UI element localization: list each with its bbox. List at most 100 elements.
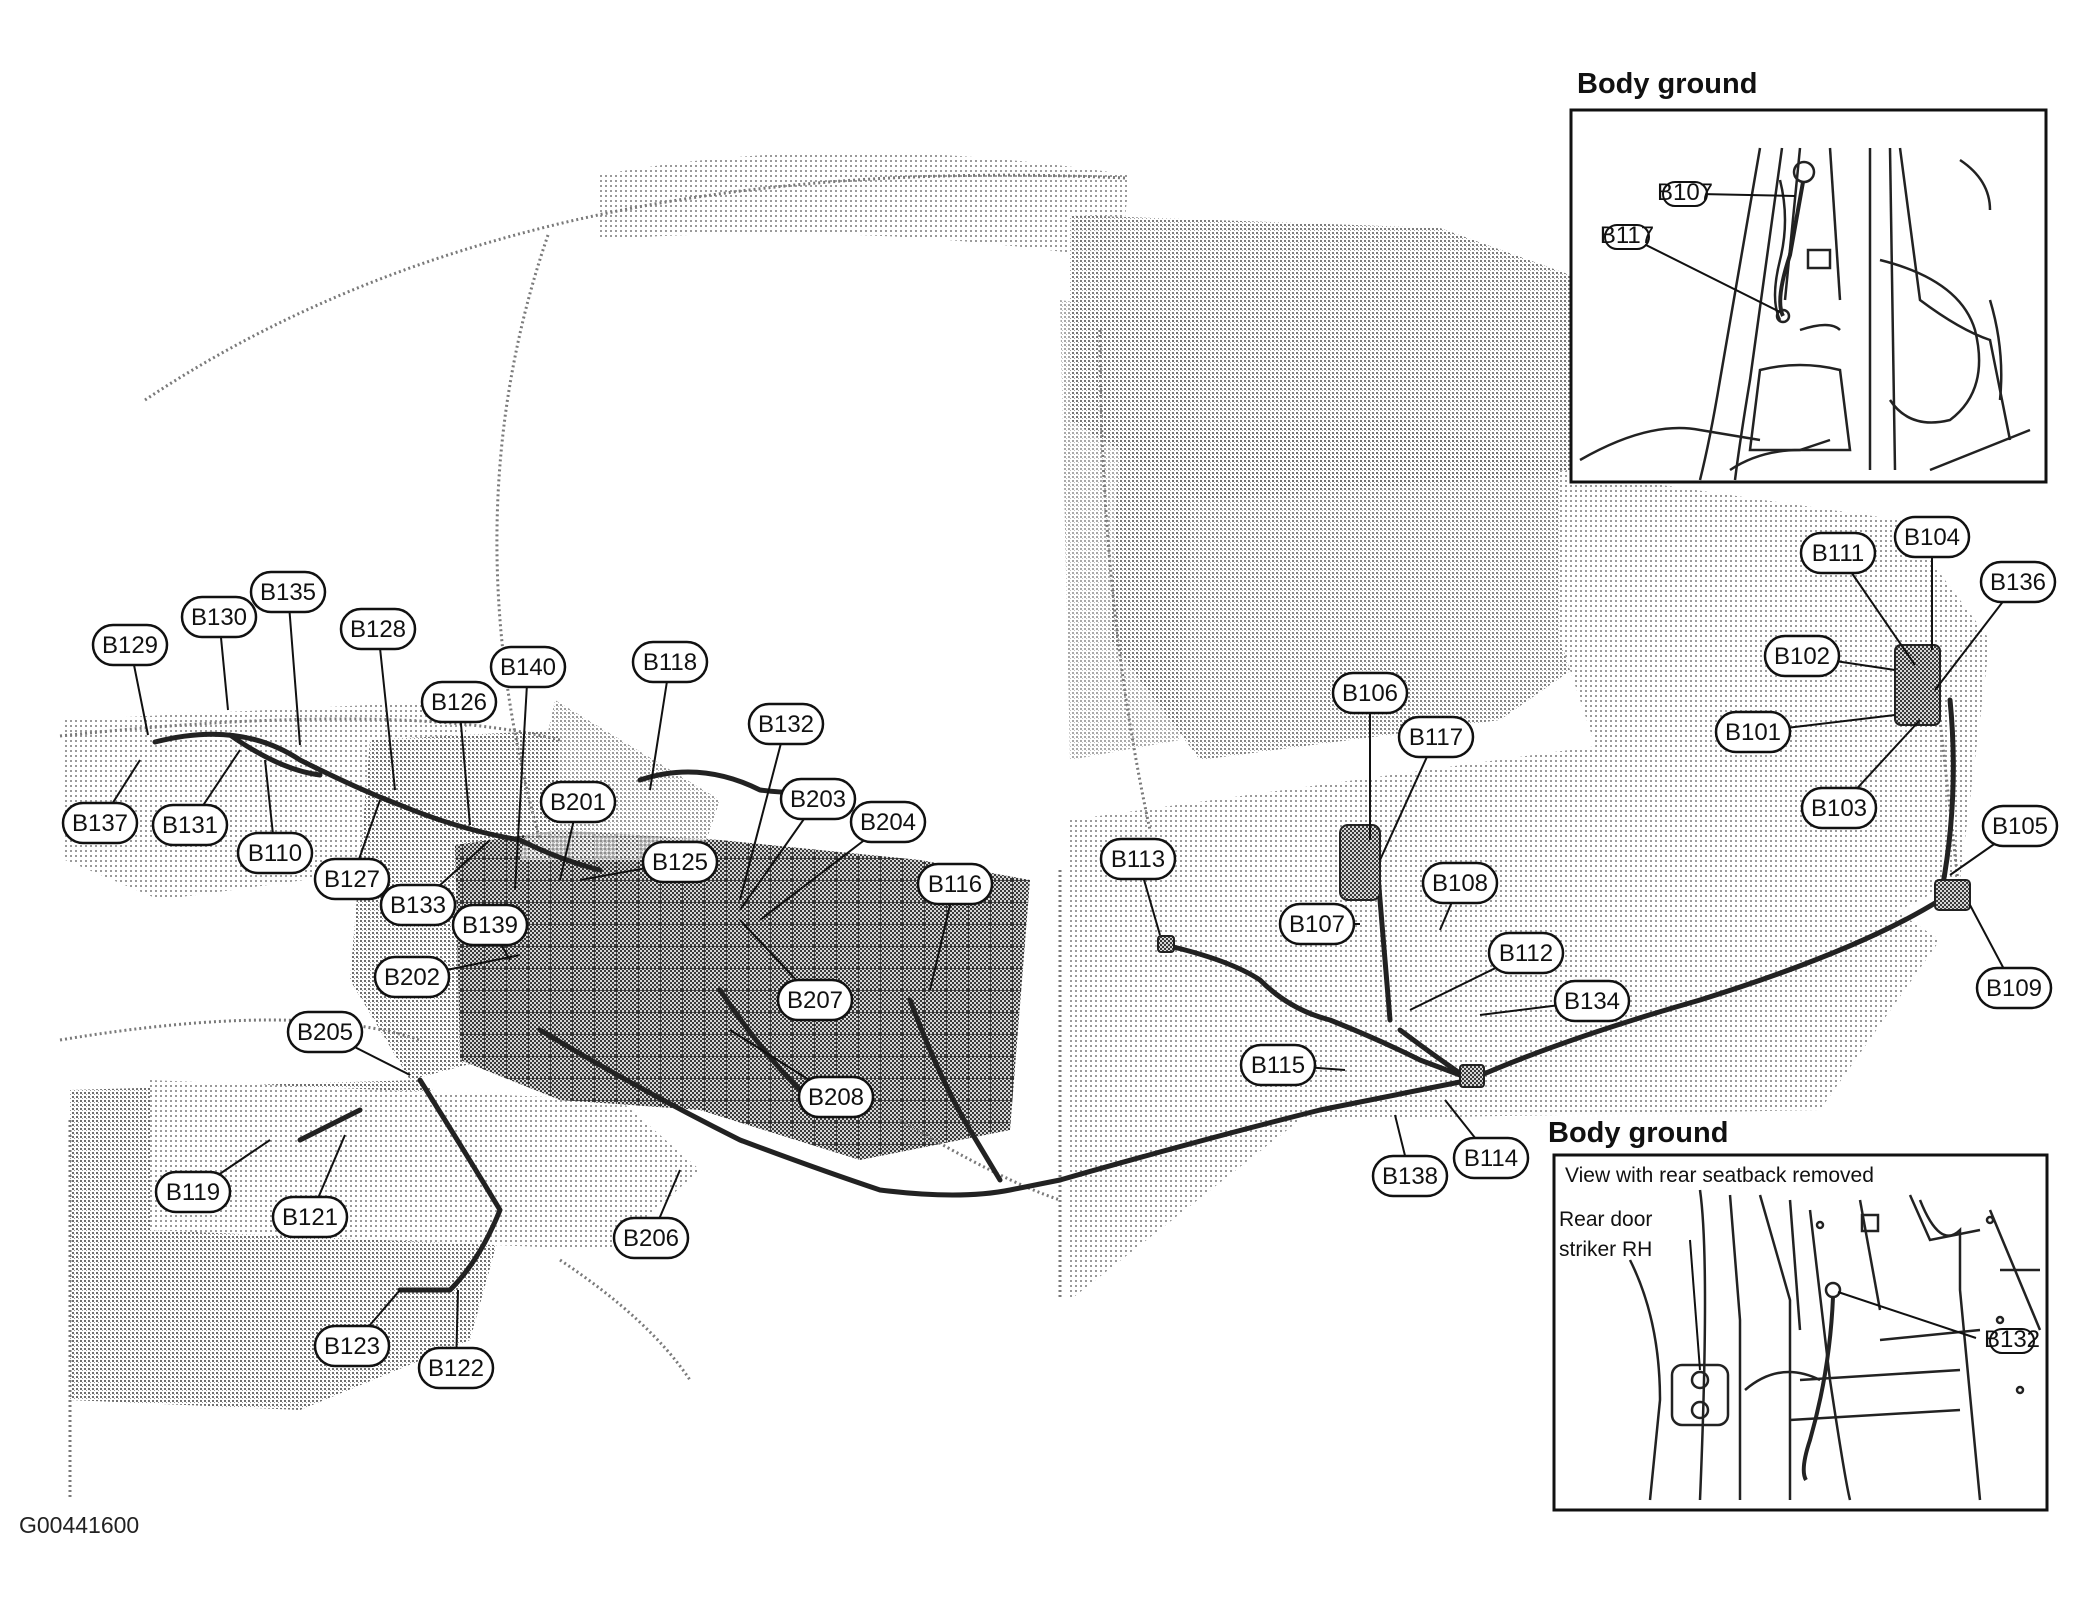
callout-oval-b126 [420,680,498,724]
callout-tag-b113: B113 [1099,837,1177,881]
callout-oval-b102 [1763,634,1841,678]
callout-tag-b102: B102 [1763,634,1841,678]
callout-oval-b131 [151,803,229,847]
callout-tag-b129: B129 [91,623,169,667]
callout-label-b138: B138 [1382,1163,1438,1190]
callout-oval-b125 [641,840,719,884]
callout-label-b128: B128 [350,616,406,643]
callout-oval-b121 [271,1195,349,1239]
callout-tag-b106: B106 [1331,671,1409,715]
callout-tag-b107: B107 [1278,902,1356,946]
callout-tag-inset-b117 [1604,224,1650,250]
callout-label-b133: B133 [390,892,446,919]
callout-label-b114: B114 [1464,1145,1518,1172]
callout-oval-b132 [747,702,825,746]
callout-oval-b203 [779,777,857,821]
callout-tag-b205: B205 [286,1010,364,1054]
callout-oval-b117 [1397,715,1475,759]
callout-oval-b104 [1893,515,1971,559]
callout-label-b119: B119 [166,1179,220,1206]
callout-tag-b122: B122 [417,1346,495,1390]
leader-line-b132 [739,723,787,901]
callout-label-b205: B205 [297,1019,353,1046]
callout-label-b137: B137 [72,810,128,837]
callout-label-b203: B203 [790,786,846,813]
callout-tag-b114: B114 [1452,1136,1530,1180]
callout-oval-b201 [539,780,617,824]
callout-label-b126: B126 [431,689,487,716]
callout-tag-b127: B127 [313,857,391,901]
callout-oval-b204 [849,800,927,844]
callout-oval-b133 [379,883,457,927]
callout-tag-b119: B119 [154,1170,232,1214]
callout-label-b104: B104 [1904,524,1960,551]
callout-oval-b115 [1239,1043,1317,1087]
callout-label-b208: B208 [808,1084,864,1111]
callout-oval-b202 [373,955,451,999]
callout-oval-b130 [180,595,258,639]
callout-tag-b103: B103 [1800,786,1878,830]
leader-line-b128 [377,628,396,791]
callout-tag-inset-b132 [1989,1328,2035,1354]
wiring-harness [152,697,1956,1293]
callout-oval-b123 [313,1324,391,1368]
callout-label-b204: B204 [860,809,916,836]
callout-tag-inset-b107 [1662,181,1708,207]
callout-label-b111: B111 [1812,540,1865,567]
callout-tag-b133: B133 [379,883,457,927]
callout-oval-b137 [61,801,139,845]
callout-tag-b201: B201 [539,780,617,824]
callout-oval-b105 [1981,804,2059,848]
callout-tag-b204: B204 [849,800,927,844]
callout-tag-b137: B137 [61,801,139,845]
callout-tag-b108: B108 [1421,861,1499,905]
callout-tag-b207: B207 [776,978,854,1022]
callout-label-b207: B207 [787,987,843,1014]
callout-tag-b109: B109 [1975,966,2053,1010]
callout-label-inset-b117: B117 [1600,222,1654,249]
callout-oval-b101 [1714,710,1792,754]
callout-label-inset-b132: B132 [1984,1326,2040,1353]
callout-tag-b139: B139 [451,903,529,947]
callout-tag-b130: B130 [180,595,258,639]
callout-tag-b138: B138 [1371,1154,1449,1198]
callout-label-b202: B202 [384,964,440,991]
callout-tag-b203: B203 [779,777,857,821]
inset-top-title: Body ground [1577,68,1758,100]
callout-label-b136: B136 [1990,569,2046,596]
callout-oval-b206 [612,1216,690,1260]
callout-label-b108: B108 [1432,870,1488,897]
callout-oval-b122 [417,1346,495,1390]
callout-tag-b104: B104 [1893,515,1971,559]
callout-tag-b121: B121 [271,1195,349,1239]
callout-tag-b116: B116 [916,862,994,906]
callout-label-b121: B121 [282,1204,338,1231]
rear-door-striker-label-line1: Rear door [1559,1208,1653,1231]
callout-label-b134: B134 [1564,988,1620,1015]
callout-label-inset-b107: B107 [1657,179,1713,206]
callout-tag-b140: B140 [489,645,567,689]
callout-tag-b118: B118 [631,640,709,684]
callout-tag-b208: B208 [797,1075,875,1119]
callout-tag-b135: B135 [249,570,327,614]
callout-label-b106: B106 [1342,680,1398,707]
callout-oval-b207 [776,978,854,1022]
callout-label-b107: B107 [1289,911,1345,938]
callout-label-b101: B101 [1725,719,1781,746]
callout-oval-b114 [1452,1136,1530,1180]
callout-oval-b106 [1331,671,1409,715]
callout-oval-b205 [286,1010,364,1054]
callout-label-b135: B135 [260,579,316,606]
figure-id: G00441600 [19,1512,140,1538]
inset-bottom-body-ground: B132 [1552,1153,2049,1512]
callout-tag-b112: B112 [1487,931,1565,975]
callout-label-b123: B123 [324,1333,380,1360]
callout-label-b139: B139 [462,912,518,939]
callout-tag-b202: B202 [373,955,451,999]
callout-oval-b127 [313,857,391,901]
inset-bottom-title: Body ground [1548,1117,1729,1149]
inset-bottom-caption: View with rear seatback removed [1565,1164,1874,1187]
callout-label-b118: B118 [643,649,697,676]
callout-oval-b111 [1799,531,1877,575]
